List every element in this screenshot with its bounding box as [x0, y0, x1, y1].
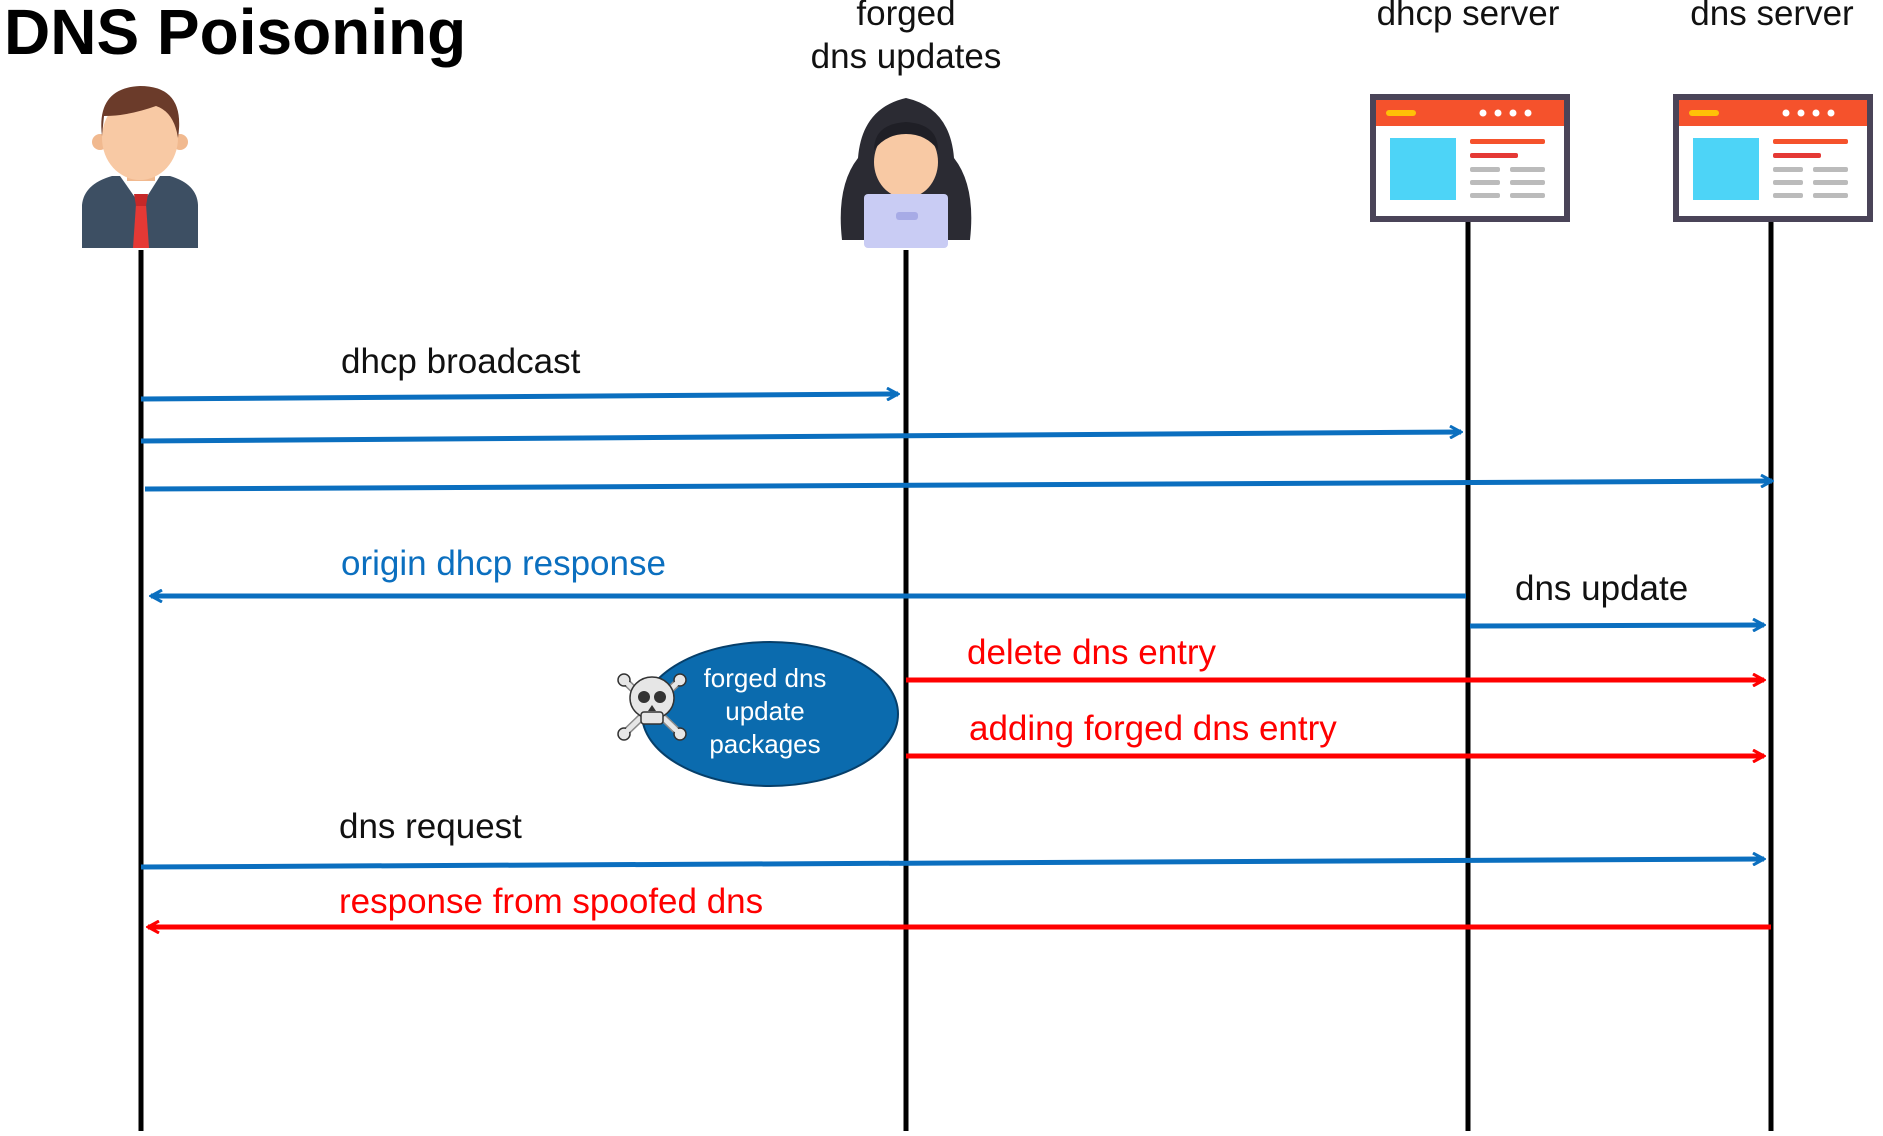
message-arrow-dns-request [140, 859, 1764, 870]
message-arrow-dhcp-broadcast-to-dhcp-server [140, 432, 1461, 444]
server-window-icon [1370, 94, 1570, 222]
actor-label-dns-server: dns server [1652, 0, 1883, 35]
hooded-hacker-icon [840, 98, 972, 248]
page-title: DNS Poisoning [4, 0, 467, 68]
message-label-response-from-spoofed-dns: response from spoofed dns [339, 882, 764, 921]
note-text-line: forged dns [703, 663, 827, 693]
note-text-line: update [725, 696, 805, 726]
skull-crossbones-icon [617, 673, 687, 741]
message-label-dhcp-broadcast: dhcp broadcast [341, 342, 581, 381]
note-text-line: packages [709, 729, 821, 759]
message-label-dns-request: dns request [339, 807, 522, 846]
message-arrow-dhcp-broadcast-to-dns-server [144, 481, 1772, 492]
businessman-user-icon [82, 86, 198, 248]
actor-label-line: forged [856, 0, 956, 33]
actor-label-line: dhcp server [1376, 0, 1560, 33]
actor-label-dhcp-server: dhcp server [1338, 0, 1598, 35]
message-label-dns-update: dns update [1515, 569, 1689, 608]
server-window-icon [1673, 94, 1873, 222]
actor-label-line: dns server [1690, 0, 1854, 33]
note-text: forged dns update packages [650, 662, 880, 761]
actor-label-line: dns updates [810, 37, 1002, 76]
message-arrow-dns-update [1469, 625, 1764, 626]
message-label-adding-forged-dns-entry: adding forged dns entry [969, 709, 1337, 748]
actor-label-attacker: forged dns updates [796, 0, 1016, 78]
message-label-delete-dns-entry: delete dns entry [967, 633, 1217, 672]
message-label-origin-dhcp-response: origin dhcp response [341, 544, 666, 583]
message-arrow-dhcp-broadcast-to-attacker [140, 394, 898, 402]
